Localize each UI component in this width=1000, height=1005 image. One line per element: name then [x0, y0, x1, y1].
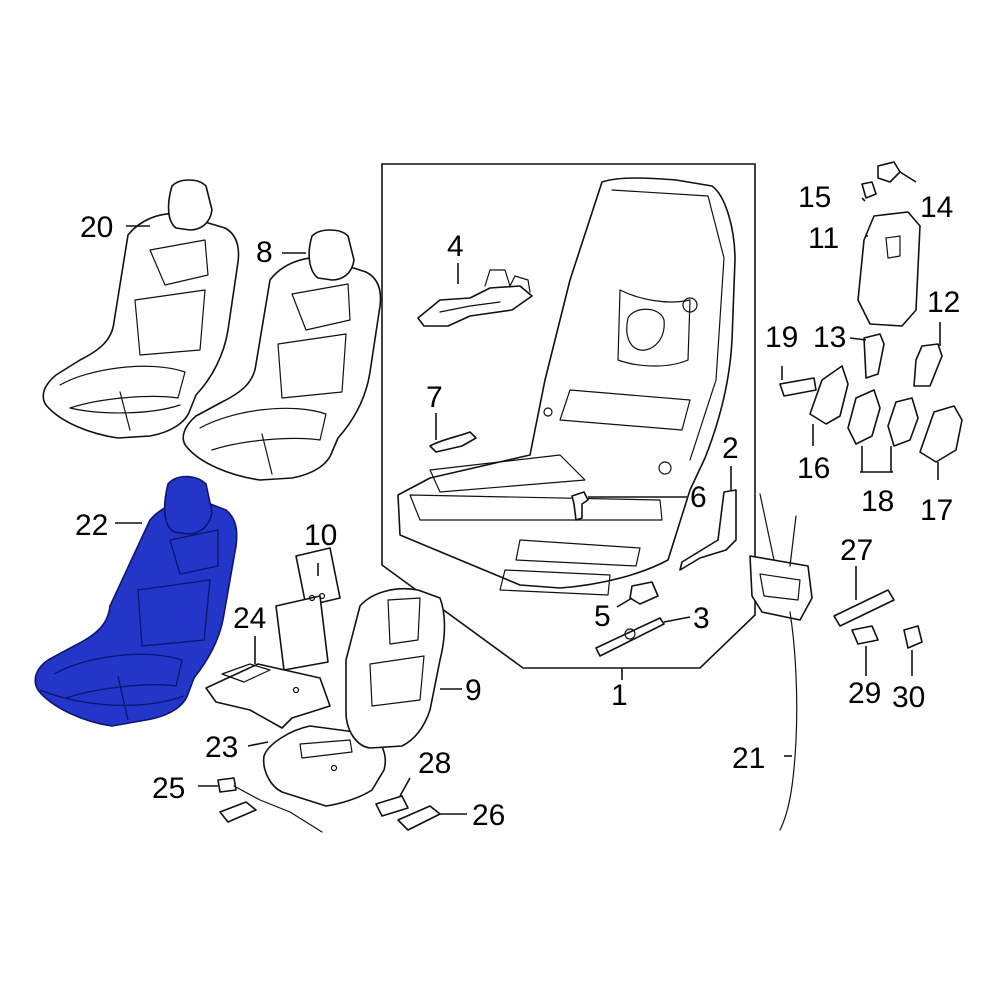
callout-23: 23 — [205, 731, 238, 764]
part-25-cable[interactable] — [217, 777, 323, 833]
callout-12: 12 — [927, 286, 960, 319]
part-12-bracket[interactable] — [913, 343, 943, 387]
part-20-seat[interactable] — [42, 179, 240, 439]
callout-17: 17 — [920, 494, 953, 527]
callout-1: 1 — [611, 679, 628, 712]
part-13-bracket[interactable] — [863, 333, 885, 379]
callout-13: 13 — [813, 321, 846, 354]
part-18-cover-right[interactable] — [887, 397, 919, 447]
part-5-clip[interactable] — [629, 581, 659, 605]
part-17-cover[interactable] — [919, 405, 963, 463]
part-9-backrest-pad[interactable] — [345, 587, 446, 749]
part-10-pad[interactable] — [275, 547, 341, 671]
callout-26: 26 — [472, 799, 505, 832]
part-19-strip[interactable] — [779, 377, 817, 397]
part-22-seat-highlighted[interactable] — [34, 475, 238, 727]
callout-28: 28 — [418, 747, 451, 780]
callout-19: 19 — [765, 321, 798, 354]
part-3-rod[interactable] — [595, 617, 665, 657]
part-1-seat-frame[interactable] — [397, 177, 736, 596]
part-27-strip[interactable] — [833, 589, 895, 627]
callout-24: 24 — [233, 602, 266, 635]
part-23-cushion[interactable] — [262, 725, 386, 807]
part-8-seat[interactable] — [182, 229, 382, 481]
callout-16: 16 — [797, 452, 830, 485]
callout-27: 27 — [840, 534, 873, 567]
callout-6: 6 — [690, 481, 707, 514]
callout-18: 18 — [861, 485, 894, 518]
part-1-frame-box — [381, 163, 756, 669]
callout-20: 20 — [80, 211, 113, 244]
part-16-cover[interactable] — [809, 365, 849, 425]
part-18-cover-left[interactable] — [847, 389, 881, 445]
callout-10: 10 — [304, 519, 337, 552]
part-11-cover[interactable] — [857, 211, 921, 327]
callout-5: 5 — [594, 600, 611, 633]
callout-22: 22 — [75, 509, 108, 542]
part-28-clip[interactable] — [375, 795, 409, 817]
callout-21: 21 — [732, 742, 765, 775]
callout-14: 14 — [920, 191, 953, 224]
callout-9: 9 — [465, 674, 482, 707]
part-4-bracket[interactable] — [417, 269, 533, 327]
part-29-clip[interactable] — [851, 625, 879, 645]
callout-29: 29 — [848, 677, 881, 710]
callout-3: 3 — [693, 602, 710, 635]
callout-7: 7 — [426, 381, 443, 414]
part-2-trim[interactable] — [679, 489, 737, 571]
callout-4: 4 — [447, 230, 464, 263]
part-6-bolt[interactable] — [571, 491, 589, 521]
callout-8: 8 — [256, 236, 273, 269]
part-7-strap[interactable] — [429, 431, 477, 453]
leader-lines — [115, 171, 941, 815]
callout-25: 25 — [152, 772, 185, 805]
callout-15: 15 — [798, 181, 831, 214]
callout-30: 30 — [892, 681, 925, 714]
callout-2: 2 — [722, 432, 739, 465]
callout-labels: 1 2 3 4 5 6 7 8 9 10 11 12 13 14 15 16 1… — [75, 181, 960, 832]
part-24-pad[interactable] — [205, 663, 331, 729]
part-30-clip[interactable] — [903, 625, 923, 649]
part-21-harness[interactable] — [749, 493, 813, 831]
part-15-clip[interactable] — [861, 181, 877, 199]
part-14-clip[interactable] — [877, 161, 901, 183]
callout-11: 11 — [808, 222, 839, 255]
